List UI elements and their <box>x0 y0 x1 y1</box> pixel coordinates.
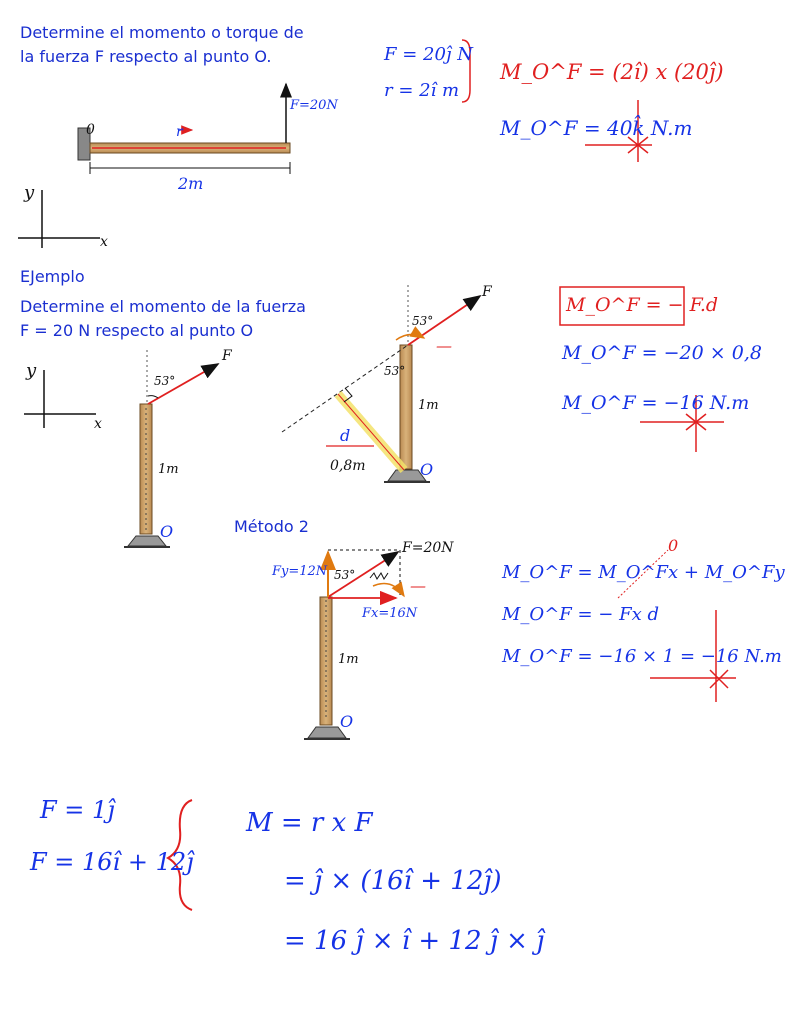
force-Fy-label: Fy=12N <box>272 564 328 579</box>
axis-y-label-1: y <box>24 182 35 203</box>
example-eq2: M_O^F = −20 × 0,8 <box>562 342 762 364</box>
r-vector-label: r <box>176 124 183 140</box>
answer-mark-2 <box>640 395 724 452</box>
given-force-vector: F = 20ĵ N <box>384 44 473 65</box>
zero-annotation: 0 <box>668 536 679 555</box>
brace-bottom <box>165 799 193 911</box>
force-Fx-label: Fx=16N <box>362 606 418 621</box>
force-label-1: F=20N <box>290 98 338 113</box>
angle-label-m2: 53° <box>334 568 356 582</box>
example-heading: EJemplo <box>20 267 85 286</box>
method2-result: M_O^F = −16 × 1 = −16 N.m <box>502 646 782 667</box>
whiteboard-drawings <box>18 39 736 911</box>
point-O-label-3: O <box>420 460 434 479</box>
beam-diagram-1 <box>77 82 292 174</box>
axis-x-label-1: x <box>100 234 108 250</box>
point-O-label-1: 0 <box>86 122 95 138</box>
bottom-F-line1: F = 1ĵ <box>40 796 115 824</box>
bottom-F-line2: F = 16î + 12ĵ <box>30 848 194 876</box>
problem1-statement-line2: la fuerza F respecto al punto O. <box>20 47 272 66</box>
post-diagram-1 <box>124 350 220 548</box>
angle-label-4: 53° <box>384 364 406 378</box>
boxed-formula: M_O^F = − F.d <box>566 294 719 316</box>
moment-cross-product: M_O^F = (2î) x (20ĵ) <box>500 60 724 84</box>
length-label-m2: 1m <box>338 652 359 667</box>
sign-negative-1: — <box>436 336 452 355</box>
example-result: M_O^F = −16 N.m <box>562 392 750 414</box>
example-statement-line1: Determine el momento de la fuerza <box>20 297 306 316</box>
method2-eq2: M_O^F = − Fx d <box>502 604 659 625</box>
lever-arm-d-label: d <box>340 426 351 445</box>
bracket-1 <box>461 39 471 103</box>
axes-2 <box>24 370 96 428</box>
post-diagram-3 <box>304 549 405 740</box>
length-label-2: 1m <box>158 462 179 477</box>
bottom-M-line3: = 16 ĵ × î + 12 ĵ × ĵ <box>284 926 545 956</box>
force-F-label-3: F <box>482 284 492 300</box>
bottom-M-line1: M = r x F <box>246 808 373 838</box>
force-label-m2: F=20N <box>402 540 454 556</box>
boxed-formula-frame <box>559 286 685 326</box>
lever-arm-value: 0,8m <box>330 458 366 474</box>
method2-eq1: M_O^F = M_O^Fx + M_O^Fy <box>502 562 785 583</box>
given-position-vector: r = 2î m <box>384 80 460 101</box>
angle-label-3: 53° <box>412 314 434 328</box>
answer-mark-3 <box>617 549 736 702</box>
axes-1 <box>18 190 100 248</box>
method2-title: Método 2 <box>234 517 309 536</box>
angle-label-2: 53° <box>154 374 176 388</box>
post-diagram-2 <box>281 285 482 483</box>
force-F-label-2: F <box>222 348 232 364</box>
sign-negative-2: — <box>410 576 426 595</box>
point-O-label-m2: O <box>340 712 354 731</box>
answer-mark-1 <box>585 100 652 162</box>
example-statement-line2: F = 20 N respecto al punto O <box>20 321 254 340</box>
bottom-M-line2: = ĵ × (16î + 12ĵ) <box>284 866 502 896</box>
point-O-label-2: O <box>160 522 174 541</box>
length-label-3: 1m <box>418 398 439 413</box>
length-label-1: 2m <box>178 174 204 193</box>
axis-y-label-2: y <box>26 360 37 381</box>
axis-x-label-2: x <box>94 416 102 432</box>
moment-result-1: M_O^F = 40k̂ N.m <box>500 116 693 140</box>
problem1-statement-line1: Determine el momento o torque de <box>20 23 304 42</box>
